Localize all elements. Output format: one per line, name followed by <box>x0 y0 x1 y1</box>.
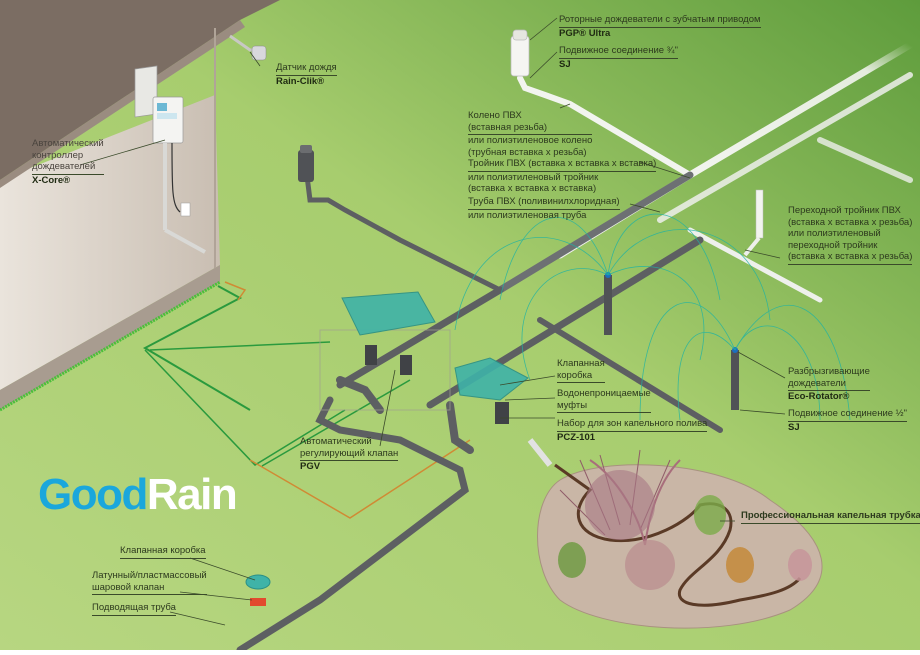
spray-head-2 <box>731 347 739 410</box>
label-elbow: Колено ПВХ (вставная резьба) или полиэти… <box>468 110 593 158</box>
label-text: Роторные дождеватели с зубчатым приводом <box>559 14 761 28</box>
label-text: переходной тройник <box>788 239 878 251</box>
label-swing-joint-12: Подвижное соединение ½" SJ <box>788 408 907 433</box>
spray-pattern <box>454 213 851 421</box>
label-text: дождеватели <box>788 378 870 391</box>
logo-part-rain: Rain <box>146 470 238 519</box>
label-text: Водонепроницаемые <box>557 388 651 399</box>
rain-sensor <box>229 34 267 61</box>
label-text: Набор для зон капельного полива <box>557 418 708 432</box>
label-text: Датчик дождя <box>276 62 337 76</box>
label-text: коробка <box>557 370 605 383</box>
label-text: Подвижное соединение ½" <box>788 408 907 422</box>
label-text: Труба ПВХ (поливинилхлоридная) <box>468 196 620 210</box>
label-waterproof-connectors: Водонепроницаемые муфты <box>557 388 651 413</box>
label-text: или полиэтиленовый тройник <box>468 171 599 183</box>
controller-x-core <box>134 65 206 254</box>
spray-head-1 <box>604 272 612 335</box>
label-supply-pipe: Подводящая труба <box>92 602 176 616</box>
house-roof <box>0 0 280 180</box>
label-text: или полиэтиленовое колено <box>468 135 593 146</box>
drip-bed <box>537 449 823 629</box>
label-reducing-tee: Переходной тройник ПВХ (вставка х вставк… <box>788 205 913 265</box>
label-text: регулирующий клапан <box>300 448 399 461</box>
label-text: Клапанная коробка <box>120 545 206 559</box>
label-text: (вставка х вставка х резьба) <box>788 216 913 228</box>
goodrain-logo: GoodRain <box>38 470 238 520</box>
rotor-pgp-ultra <box>510 29 530 77</box>
label-valve-pgv: Автоматический регулирующий клапан PGV <box>300 436 399 473</box>
label-spray-heads: Разбрызгивающие дождеватели Eco-Rotator® <box>788 366 870 403</box>
label-text: Автоматический <box>32 138 104 149</box>
label-model: PCZ-101 <box>557 431 596 443</box>
label-text: Профессиональная капельная трубка <box>741 510 920 524</box>
leader-lines <box>79 17 786 626</box>
label-rain-sensor: Датчик дождя Rain-Clik® <box>276 62 337 87</box>
label-text: Колено ПВХ <box>468 110 522 121</box>
label-text: контроллер <box>32 149 84 161</box>
label-text: Разбрызгивающие <box>788 366 870 377</box>
label-text: (вставка х вставка х вставка) <box>468 183 597 194</box>
label-text: шаровой клапан <box>92 582 207 595</box>
label-text: Переходной тройник ПВХ <box>788 205 901 216</box>
label-text: (вставная резьба) <box>468 122 593 135</box>
label-valve-box: Клапанная коробка <box>557 358 605 383</box>
control-wires <box>142 281 471 519</box>
label-text: Подвижное соединение ¾" <box>559 45 678 59</box>
label-rotor: Роторные дождеватели с зубчатым приводом… <box>559 14 761 39</box>
label-swing-joint-34: Подвижное соединение ¾" SJ <box>559 45 678 70</box>
label-model: SJ <box>559 58 571 70</box>
valve-box-drip <box>454 357 553 467</box>
valve-box-main <box>245 574 271 606</box>
label-text: Латунный/пластмассовый <box>92 570 207 581</box>
logo-part-good: Good <box>38 470 148 519</box>
label-pipe: Труба ПВХ (поливинилхлоридная) или полиэ… <box>468 196 620 221</box>
label-model: SJ <box>788 421 800 433</box>
label-drip-kit: Набор для зон капельного полива PCZ-101 <box>557 418 708 443</box>
label-model: Rain-Clik® <box>276 75 325 87</box>
label-text: (трубная вставка х резьба) <box>468 146 587 158</box>
label-text: Автоматический <box>300 436 372 447</box>
label-text: Клапанная <box>557 358 605 369</box>
label-tee: Тройник ПВХ (вставка х вставка х вставка… <box>468 158 657 195</box>
label-model: X-Core® <box>32 174 71 186</box>
label-text: (вставка х вставка х резьба) <box>788 251 913 265</box>
valve-box-pgv <box>319 291 451 411</box>
label-text: Подводящая труба <box>92 602 176 616</box>
label-text: Тройник ПВХ (вставка х вставка х вставка… <box>468 158 657 172</box>
rotor-gray <box>298 145 314 182</box>
reducing-tee-spray <box>743 189 764 257</box>
label-text: муфты <box>557 400 651 413</box>
label-ball-valve: Латунный/пластмассовый шаровой клапан <box>92 570 207 595</box>
label-text: или полиэтиленовая труба <box>468 209 587 221</box>
label-text: или полиэтиленовый <box>788 228 881 239</box>
label-valve-box-main: Клапанная коробка <box>120 545 206 559</box>
label-controller: Автоматический контроллер дождевателей X… <box>32 138 104 186</box>
label-model: PGV <box>300 461 321 472</box>
label-model: PGP® Ultra <box>559 27 611 39</box>
label-dripline: Профессиональная капельная трубка <box>741 510 920 524</box>
label-text: дождевателей <box>32 161 104 175</box>
label-model: Eco-Rotator® <box>788 391 850 402</box>
